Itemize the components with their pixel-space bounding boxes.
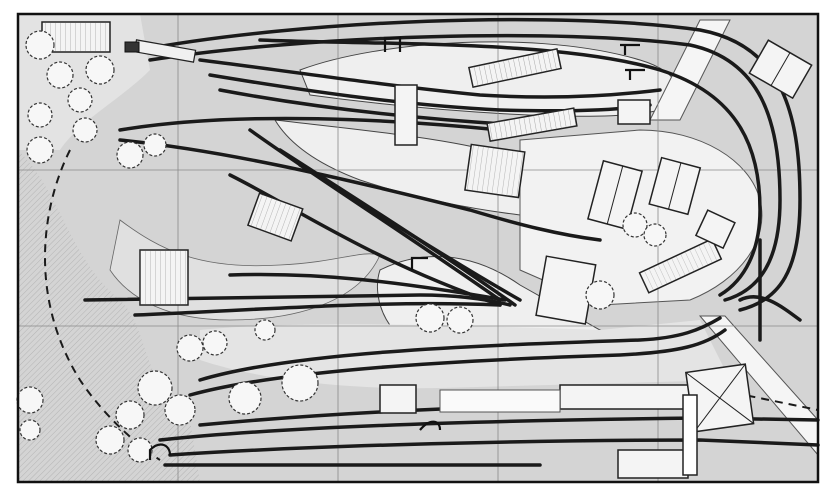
building-warehouse-a xyxy=(464,143,526,199)
track-lower-curve-2 xyxy=(188,328,727,397)
track-mid-branch xyxy=(228,272,507,302)
building-depot-left xyxy=(139,249,189,306)
track-network xyxy=(83,17,820,467)
trees xyxy=(16,30,667,463)
tree xyxy=(72,117,98,143)
rolling-stock xyxy=(124,39,197,63)
yard-track-1 xyxy=(198,58,662,99)
tree xyxy=(16,386,44,414)
tree xyxy=(281,364,319,402)
track-diagonal-d xyxy=(228,173,502,307)
building-church xyxy=(586,159,644,231)
tree xyxy=(137,370,173,406)
bumper xyxy=(383,36,402,52)
tree xyxy=(446,306,474,334)
tree xyxy=(27,102,53,128)
track-inner-loop xyxy=(148,33,782,302)
building-freight-shed xyxy=(468,47,562,89)
track-diagonal-a xyxy=(248,128,502,302)
bumper xyxy=(620,43,640,55)
bumper xyxy=(148,443,172,460)
building-junction-station xyxy=(535,255,597,325)
tree xyxy=(643,223,667,247)
locomotive xyxy=(124,41,140,53)
bumper xyxy=(625,68,645,80)
track-bottom-2 xyxy=(168,438,820,457)
yard-track-3 xyxy=(218,88,522,127)
highway-road xyxy=(649,19,731,121)
tree xyxy=(116,141,144,169)
yard-track-2 xyxy=(208,73,652,113)
building-engine-house xyxy=(684,363,755,433)
tree xyxy=(46,61,74,89)
building-platform-lower xyxy=(559,384,701,410)
tree xyxy=(202,330,228,356)
building-small-lower xyxy=(379,384,417,414)
building-station xyxy=(486,107,578,143)
tree xyxy=(228,381,262,415)
tree xyxy=(164,394,196,426)
tree xyxy=(115,400,145,430)
tree xyxy=(67,87,93,113)
building-small-top xyxy=(617,99,651,125)
tree xyxy=(25,30,55,60)
building-town-house xyxy=(648,156,702,216)
platform-long xyxy=(439,389,561,413)
buildings xyxy=(41,21,813,479)
yard-track-4 xyxy=(118,116,502,132)
module-grid xyxy=(18,14,818,482)
bridge-deck xyxy=(682,394,698,476)
tree xyxy=(176,334,204,362)
tunnel-track-left xyxy=(44,149,161,461)
tree xyxy=(143,133,167,157)
building-bottom-right xyxy=(617,449,689,479)
track-left-spur xyxy=(83,293,512,307)
tree xyxy=(95,425,125,455)
building-top-right xyxy=(748,39,813,100)
track-third-loop xyxy=(258,38,762,297)
board-frame xyxy=(16,12,820,484)
track-right-spur xyxy=(738,295,802,322)
tree xyxy=(585,280,615,310)
tree xyxy=(622,212,648,238)
track-bumpers xyxy=(148,36,645,460)
building-signal-tower xyxy=(394,84,418,146)
tree xyxy=(415,303,445,333)
bumper xyxy=(410,256,428,270)
tree xyxy=(26,136,54,164)
track-outer-loop xyxy=(138,17,802,312)
tree xyxy=(127,437,153,463)
building-corner xyxy=(694,209,736,250)
building-left-mid xyxy=(246,192,304,242)
yard-area-center xyxy=(274,119,521,216)
track-diagonal-c xyxy=(298,163,522,302)
building-row-houses xyxy=(638,238,723,294)
tree xyxy=(85,55,115,85)
track-left-spur-2 xyxy=(133,301,502,317)
tree xyxy=(254,319,276,341)
track-lower-curve xyxy=(198,316,722,382)
yard-track-5 xyxy=(118,138,602,242)
bumper xyxy=(419,420,442,431)
tree xyxy=(19,419,41,441)
